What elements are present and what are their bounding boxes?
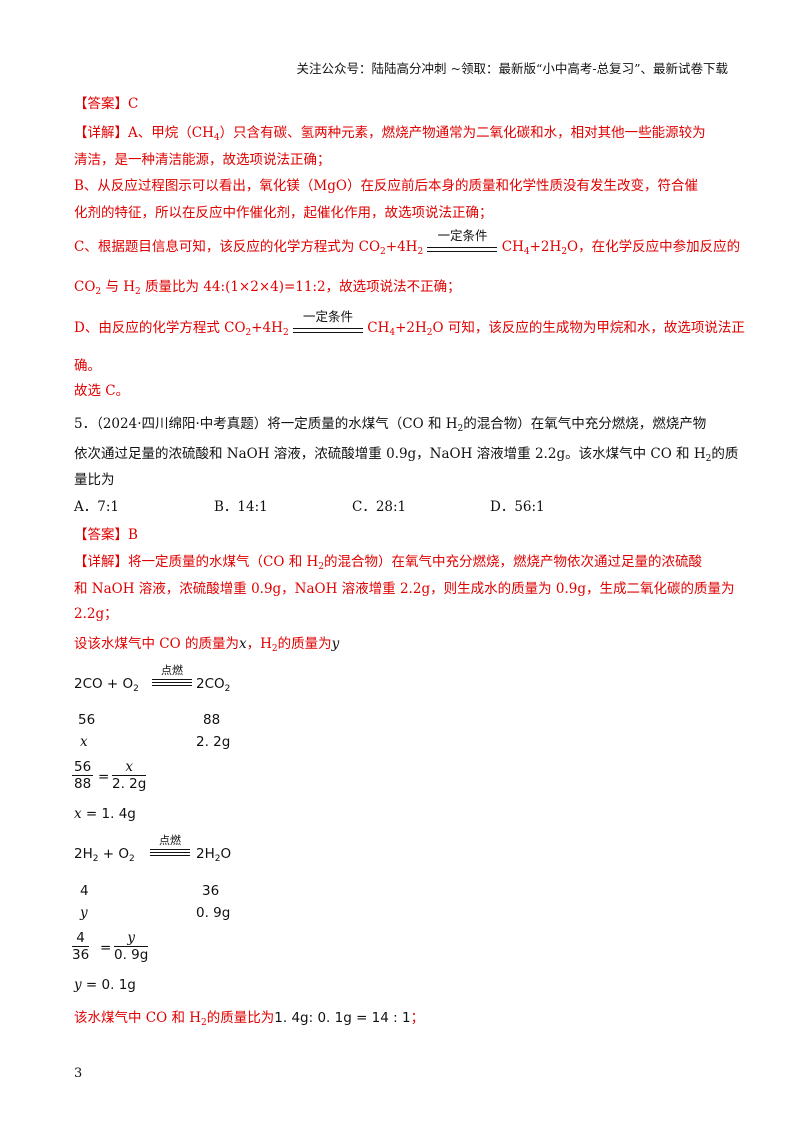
equation-line: D、由反应的化学方程式 CO2+4H2 一定条件 CH4+2H2O 可知，该反应…: [74, 308, 745, 339]
option-b: B．14:1: [214, 499, 268, 515]
detail-line: 化剂的特征，所以在反应中作催化剂，起催化作用，故选项说法正确；: [74, 205, 493, 221]
detail-line: B、从反应过程图示可以看出，氧化镁（MgO）在反应前后本身的质量和化学性质没有发…: [74, 178, 698, 194]
detail-line: 清洁，是一种清洁能源，故选项说法正确；: [74, 152, 331, 168]
detail-line: 【详解】A、甲烷（CH4）只含有碳、氢两种元素，燃烧产物通常为二氧化碳和水，相对…: [74, 125, 706, 143]
result-2: y = 0. 1g: [74, 977, 136, 993]
equation-1-left: 2CO + O2: [74, 676, 139, 694]
reaction-condition: 一定条件: [292, 309, 363, 339]
option-a: A．7:1: [74, 499, 119, 515]
detail-line: CO2 与 H2 质量比为 44:(1×2×4)=11:2，故选项说法不正确；: [74, 279, 461, 297]
equation-line: C、根据题目信息可知，该反应的化学方程式为 CO2+4H2 一定条件 CH4+2…: [74, 227, 741, 258]
choose-line: 故选 C。: [74, 383, 130, 399]
result-1: x = 1. 4g: [74, 806, 136, 822]
unknown-var: x: [80, 734, 88, 750]
molar-mass: 4: [80, 883, 89, 899]
detail-line: 2.2g；: [74, 606, 118, 622]
molar-mass: 56: [78, 712, 96, 728]
detail-line: 和 NaOH 溶液，浓硫酸增重 0.9g，NaOH 溶液增重 2.2g，则生成水…: [74, 581, 735, 597]
question-text: 5．（2024·四川绵阳·中考真题）将一定质量的水煤气（CO 和 H2的混合物）…: [74, 416, 707, 434]
unknown-var: y: [80, 905, 88, 921]
molar-mass: 36: [202, 883, 220, 899]
final-line: 该水煤气中 CO 和 H2的质量比为1. 4g: 0. 1g = 14 : 1；: [74, 1010, 425, 1028]
option-c: C．28:1: [352, 499, 407, 515]
ignite-condition: 点燃: [150, 832, 190, 856]
known-mass: 0. 9g: [196, 905, 231, 921]
molar-mass: 88: [203, 712, 221, 728]
known-mass: 2. 2g: [196, 734, 231, 750]
equals: =: [100, 940, 112, 956]
ignite-condition: 点燃: [152, 662, 192, 686]
detail-line: 【详解】将一定质量的水煤气（CO 和 H2的混合物）在氧气中充分燃烧，燃烧产物依…: [74, 554, 702, 572]
equation-1-right: 2CO2: [196, 676, 231, 694]
detail-line: 确。: [74, 358, 101, 374]
question-text: 依次通过足量的浓硫酸和 NaOH 溶液，浓硫酸增重 0.9g，NaOH 溶液增重…: [74, 446, 739, 464]
equals: =: [98, 769, 110, 785]
answer-label: 【答案】B: [74, 527, 138, 543]
page-header: 关注公众号：陆陆高分冲刺 ~领取：最新版“小中高考-总复习”、最新试卷下载: [296, 61, 728, 76]
question-text: 量比为: [74, 472, 115, 488]
reaction-condition: 一定条件: [427, 228, 498, 258]
equation-2-left: 2H2 + O2: [74, 846, 135, 864]
answer-label: 【答案】C: [74, 96, 139, 112]
assumption-line: 设该水煤气中 CO 的质量为x，H2的质量为y: [74, 636, 340, 654]
page-number: 3: [74, 1066, 83, 1081]
option-d: D．56:1: [490, 499, 545, 515]
equation-2-right: 2H2O: [196, 846, 232, 864]
